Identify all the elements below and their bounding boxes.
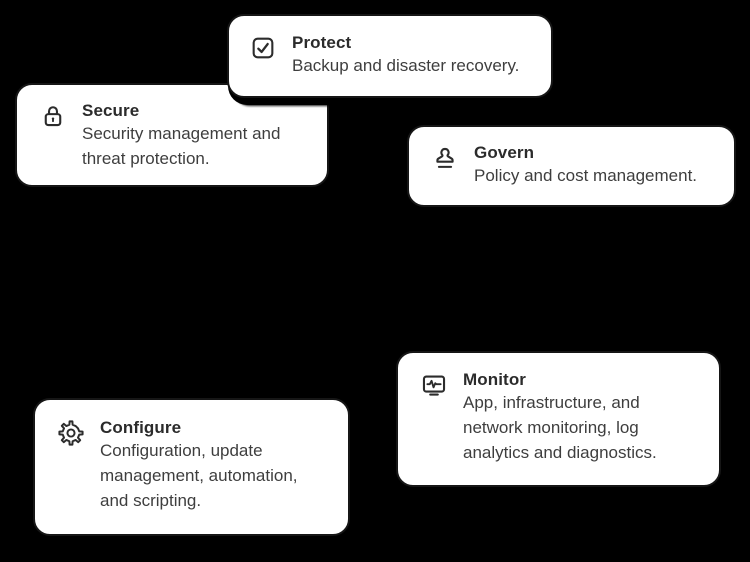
card-title: Monitor (463, 370, 527, 389)
card-title: Configure (100, 418, 182, 437)
stamp-icon (431, 144, 459, 172)
lock-icon (39, 102, 67, 130)
card-description: Security management and threat protectio… (82, 124, 281, 169)
card-title: Govern (474, 143, 535, 162)
card-secure: Secure Security management and threat pr… (15, 83, 329, 187)
card-title: Secure (82, 101, 140, 120)
card-description: Policy and cost management. (474, 166, 698, 186)
card-description: App, infrastructure, and network monitor… (463, 393, 657, 463)
card-configure: Configure Configuration, update manageme… (33, 398, 350, 536)
card-title: Protect (292, 33, 352, 52)
monitor-pulse-icon (420, 371, 448, 399)
checkmark-box-icon (249, 34, 277, 62)
card-description: Backup and disaster recovery. (292, 56, 520, 76)
card-govern: Govern Policy and cost management. (407, 125, 736, 207)
card-description: Configuration, update management, automa… (100, 441, 298, 511)
card-protect: Protect Backup and disaster recovery. (227, 14, 553, 98)
gear-icon (57, 419, 85, 447)
card-monitor: Monitor App, infrastructure, and network… (396, 351, 721, 487)
